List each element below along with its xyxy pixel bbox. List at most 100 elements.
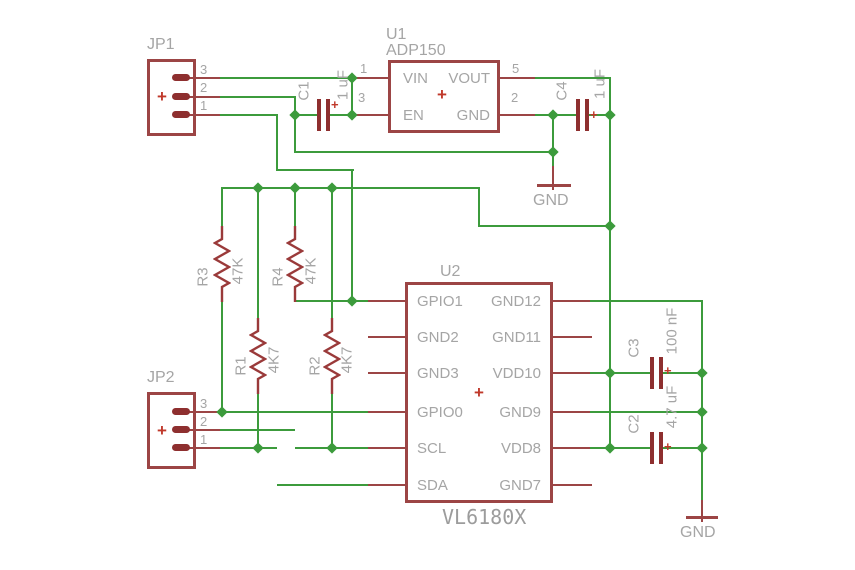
pin-stub [553, 411, 590, 413]
c4-capacitor-plate [585, 99, 589, 131]
c1-capacitor-plate [317, 99, 321, 131]
c3-polarity-mark: + [664, 363, 672, 378]
wire-segment [221, 299, 223, 413]
wire-segment [478, 187, 480, 227]
u1-pin-label-vin: VIN [403, 70, 429, 87]
wire-segment [220, 411, 368, 413]
jp1-refdes: JP1 [147, 36, 175, 53]
junction-dot [604, 442, 616, 454]
wire-segment [221, 187, 223, 229]
r2-resistor-symbol[interactable] [323, 318, 341, 394]
wire-segment [220, 114, 277, 116]
wire-segment [220, 96, 295, 98]
u2-refdes: U2 [440, 263, 461, 280]
wire-segment [330, 114, 352, 116]
u1-pin-number: 2 [511, 90, 519, 105]
c3-value: 100 nF [663, 307, 681, 355]
r2-refdes: R2 [306, 356, 324, 376]
u2-partname: VL6180X [442, 505, 527, 529]
r2-value: 4K7 [338, 346, 356, 374]
u1-body[interactable] [388, 60, 500, 133]
junction-dot [346, 109, 358, 121]
u2-body[interactable] [405, 282, 553, 503]
wire-segment [295, 151, 553, 153]
wire-segment [351, 169, 353, 302]
wire-segment [294, 96, 296, 153]
jp1-pin-contact [172, 93, 190, 100]
jp1-pin-number: 3 [200, 62, 208, 77]
gnd-symbol-bar [537, 184, 571, 187]
pin-stub [188, 96, 220, 98]
jp2-connector-body[interactable] [147, 392, 196, 469]
wire-segment [220, 77, 352, 79]
wire-segment [589, 114, 610, 116]
u2-pin-label-sda: SDA [417, 477, 448, 494]
c3-refdes: C3 [625, 338, 643, 358]
junction-dot [289, 109, 301, 121]
wire-segment [276, 114, 278, 171]
wire-segment [277, 484, 368, 486]
wire-segment [220, 447, 277, 449]
c2-capacitor-plate [659, 432, 663, 464]
u2-pin-label-gpio1: GPIO1 [417, 293, 463, 310]
pin-stub [353, 114, 388, 116]
u1-pin-number: 5 [512, 61, 520, 76]
jp2-polarity-mark: + [157, 421, 167, 440]
c2-value: 4.7 uF [663, 385, 681, 429]
junction-dot [547, 109, 559, 121]
u1-pin-number: 1 [360, 61, 368, 76]
u1-polarity-mark: + [437, 85, 447, 104]
wire-segment [351, 77, 353, 116]
wire-segment [590, 411, 702, 413]
junction-dot [696, 367, 708, 379]
c2-polarity-mark: + [664, 439, 672, 454]
r4-resistor-symbol[interactable] [286, 226, 304, 302]
c2-capacitor-plate [650, 432, 654, 464]
junction-dot [346, 295, 358, 307]
u1-pin-label-vout: VOUT [448, 70, 490, 87]
pin-stub [553, 484, 592, 486]
jp1-connector-body[interactable] [147, 59, 196, 136]
junction-dot [604, 109, 616, 121]
gnd-symbol-stem [552, 166, 554, 190]
u2-pin-label-gpio0: GPIO0 [417, 404, 463, 421]
junction-dot [216, 406, 228, 418]
pin-stub [368, 300, 405, 302]
u2-pin-label-gnd3: GND3 [417, 365, 459, 382]
jp2-pin-number: 1 [200, 432, 208, 447]
u2-pin-label-vdd8: VDD8 [500, 440, 541, 457]
c3-capacitor-plate [659, 357, 663, 389]
r3-resistor-symbol[interactable] [213, 226, 231, 302]
pin-stub [188, 429, 220, 431]
wire-segment [662, 447, 702, 449]
wire-segment [590, 372, 650, 374]
wire-segment [479, 225, 610, 227]
u1-pin-number: 3 [358, 90, 366, 105]
u2-polarity-mark: + [474, 383, 484, 402]
jp1-pin-number: 2 [200, 80, 208, 95]
pin-stub [353, 77, 388, 79]
gnd-symbol-bar [686, 516, 718, 519]
junction-dot [604, 220, 616, 232]
u2-pin-label-scl: SCL [417, 440, 447, 457]
c1-polarity-mark: + [331, 97, 339, 112]
u2-pin-label-gnd7: GND7 [499, 477, 541, 494]
r4-value: 47K [302, 257, 320, 285]
junction-dot [604, 367, 616, 379]
jp1-polarity-mark: + [157, 87, 167, 106]
jp1-pin-contact [172, 74, 190, 81]
jp2-pin-number: 3 [200, 396, 208, 411]
wire-segment [277, 169, 354, 171]
c1-capacitor-plate [326, 99, 330, 131]
c1-value: 1 uF [334, 69, 352, 101]
jp2-pin-contact [172, 408, 190, 415]
c2-refdes: C2 [625, 414, 643, 434]
pin-stub [553, 336, 592, 338]
r1-resistor-symbol[interactable] [249, 318, 267, 394]
pin-stub [368, 411, 405, 413]
pin-stub [188, 114, 220, 116]
c4-capacitor-plate [576, 99, 580, 131]
u2-pin-label-vdd10: VDD10 [492, 365, 541, 382]
pin-stub [368, 484, 405, 486]
wire-segment [222, 187, 479, 189]
